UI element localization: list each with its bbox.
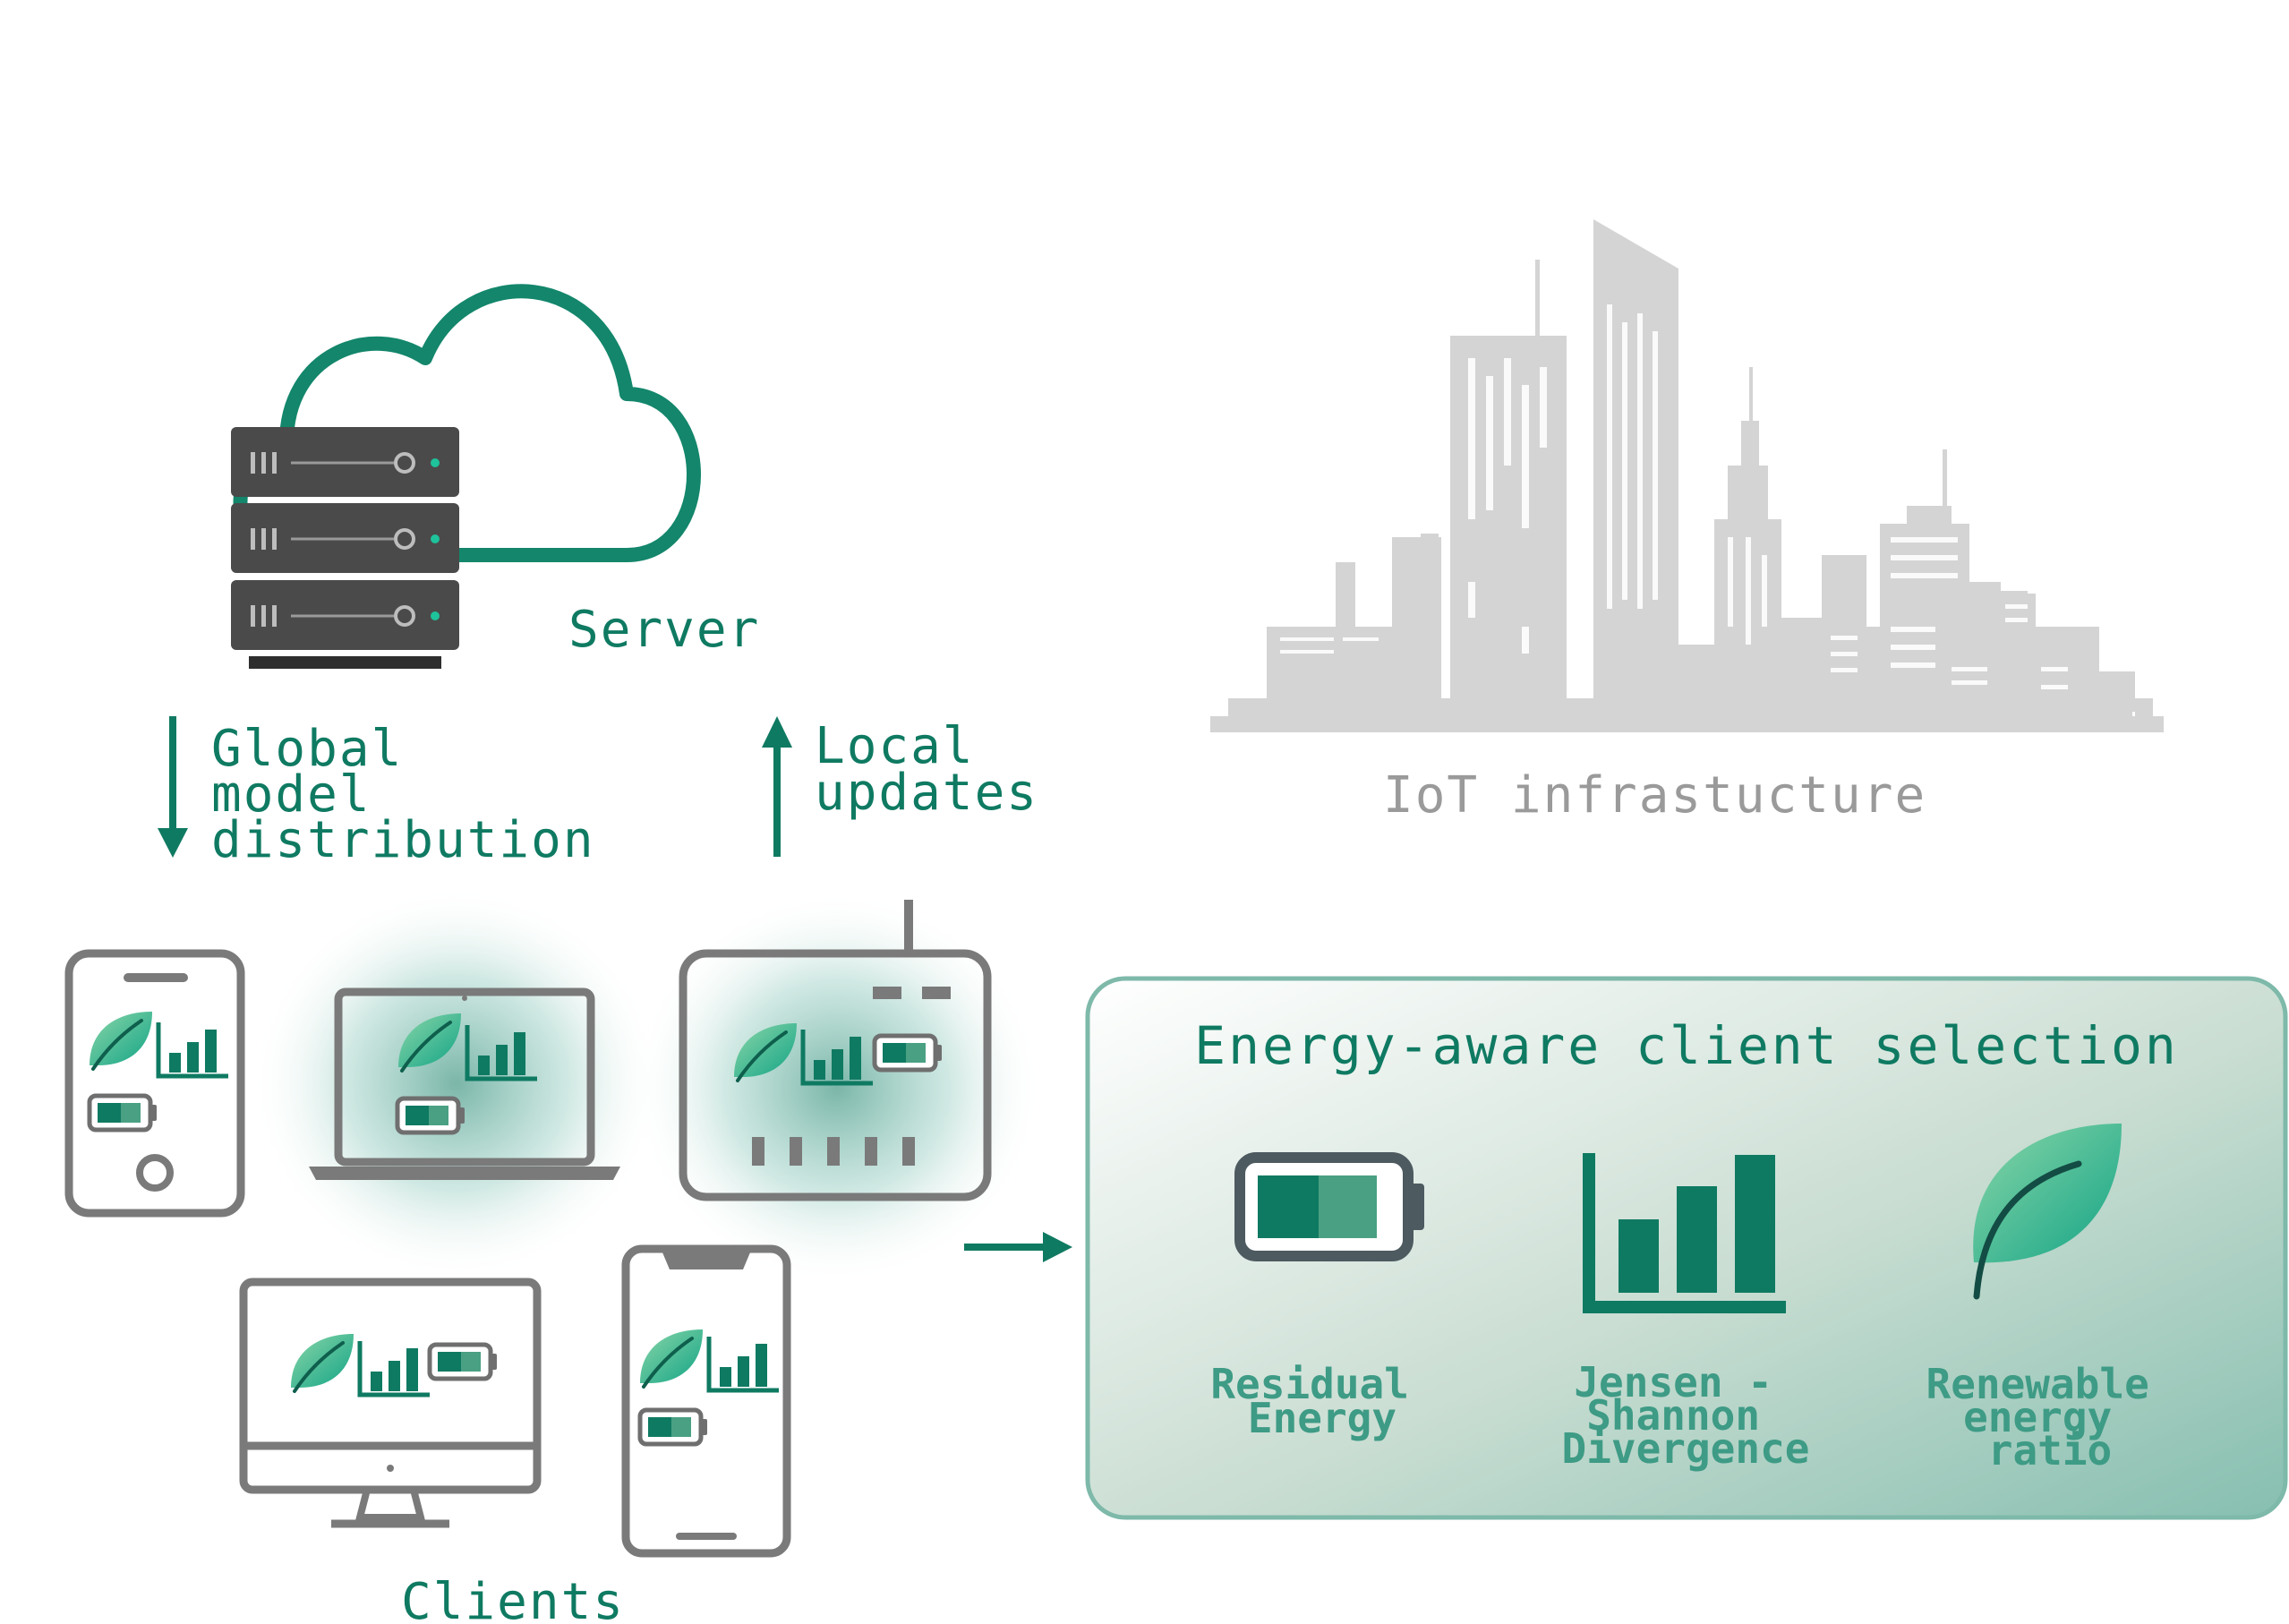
building-windows [1280, 304, 2068, 689]
bar-chart-icon [360, 1341, 430, 1395]
battery-icon [1234, 1152, 1424, 1261]
laptop-glow [251, 886, 662, 1280]
battery-icon [640, 1410, 707, 1444]
server-group: Server [231, 284, 760, 669]
server-rack-icon [231, 427, 459, 669]
renewable-energy-ratio-label: Renewable energy ratio [1926, 1360, 2174, 1474]
panel-title: Energy-aware client selection [1194, 1015, 2179, 1076]
smartphone-notch-device [621, 1244, 791, 1558]
leaf-icon [638, 1328, 705, 1389]
up-arrow-icon [762, 716, 792, 857]
residual-energy-label: Residual Energy [1210, 1360, 1433, 1442]
right-arrow-icon [964, 1232, 1072, 1262]
smartphone-device [64, 949, 245, 1218]
clients-label: Clients [401, 1573, 625, 1624]
energy-aware-selection-panel: Energy-aware client selection Residual E… [1085, 976, 2288, 1520]
global-model-distribution-label: Global model distribution [211, 720, 595, 869]
battery-icon [875, 1036, 942, 1070]
iot-infrastructure-label: IoT infrastucture [1383, 766, 1926, 825]
battery-icon [430, 1345, 497, 1379]
clients-group: Clients [64, 886, 1043, 1624]
router-device [679, 900, 992, 1201]
residual-energy-criterion: Residual Energy [1210, 1152, 1433, 1442]
city-skyline-icon [1210, 219, 2164, 732]
bar-chart-icon [1583, 1153, 1786, 1313]
battery-icon [90, 1096, 157, 1130]
jensen-shannon-criterion: Jensen - Shannon Divergence [1562, 1153, 1810, 1473]
battery-icon [397, 1098, 465, 1133]
leaf-icon [1973, 1124, 2122, 1300]
renewable-energy-criterion: Renewable energy ratio [1926, 1124, 2174, 1474]
leaf-icon [289, 1332, 355, 1393]
bar-chart-icon [158, 1022, 228, 1076]
leaf-icon [88, 1010, 154, 1071]
jensen-shannon-label: Jensen - Shannon Divergence [1562, 1358, 1810, 1473]
flow-arrows: Global model distribution Local updates [158, 716, 1038, 869]
down-arrow-icon [158, 716, 188, 858]
server-label: Server [568, 601, 760, 659]
laptop-device [309, 987, 620, 1180]
iot-infrastructure-group: IoT infrastucture [1210, 219, 2164, 825]
desktop-monitor-device [239, 1278, 542, 1528]
bar-chart-icon [709, 1337, 779, 1390]
local-updates-label: Local updates [815, 717, 1038, 822]
